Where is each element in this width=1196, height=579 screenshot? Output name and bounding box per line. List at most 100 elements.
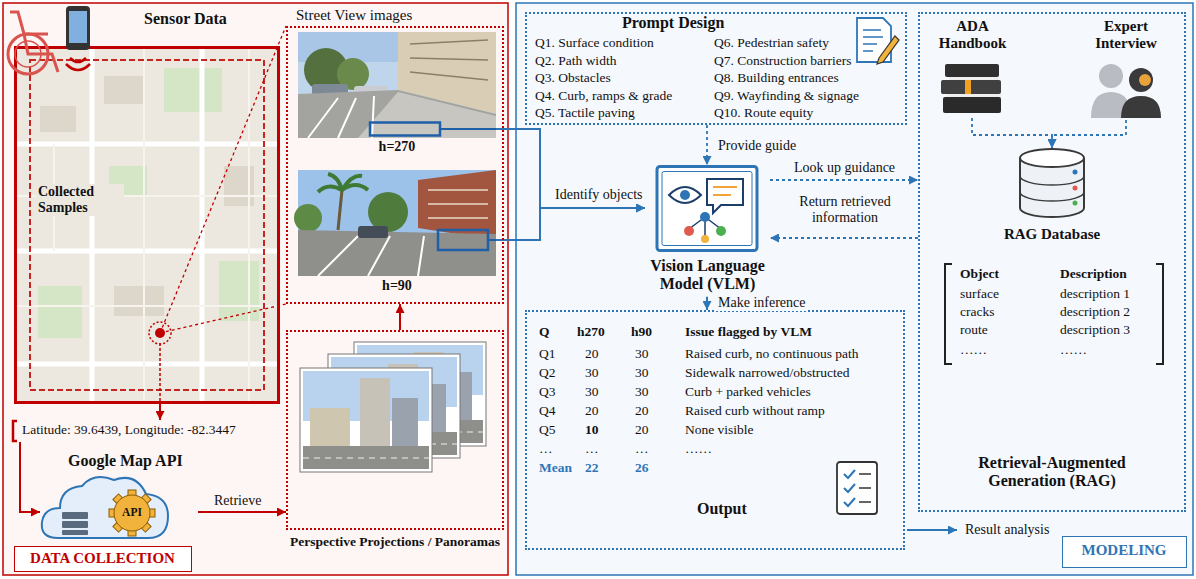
connector [198,511,286,513]
output-table-text: Sidewalk narrowed/obstructed [685,365,850,381]
rag-table-text: surface [960,286,999,302]
street-view-image-art-part [298,32,496,138]
sensor-map-art-part [14,46,280,404]
output-table-text: Issue flagged by VLM [685,324,812,340]
vlm-box-art-part [707,179,743,213]
output-table-text: h270 [577,324,605,340]
output-table-text: Q5 [539,422,556,438]
sensor-map-art-part [10,12,58,72]
api-cloud: Google Map APIAPI [40,452,198,542]
street-view-image-art-part [294,204,322,232]
street-view-image-art [298,170,496,296]
coordinate-readout-art-part [13,421,17,441]
database-cylinder-text: RAG Database [997,226,1107,243]
connector [159,404,161,420]
sensor-map-art-part [114,286,164,316]
prompt-box-text: Q2. Path width [535,53,616,69]
output-table-text: 20 [635,403,649,419]
prompt-box-text: Q6. Pedestrian safety [714,35,829,51]
modeling-panel [516,3,1193,575]
street-view-image-art-part [488,239,496,241]
street-view-image-art-part [298,90,496,138]
handbook-source-art-part [943,97,1001,113]
rag-table-text: …… [960,342,987,358]
projection-stack-art-part [392,398,418,448]
api-cloud-text: Google Map API [68,452,183,470]
handbook-source-art-part [945,64,999,77]
output-table-art-part [837,462,877,514]
output-table-text: Raised curb without ramp [685,403,825,419]
prompt-box-text: Q7. Construction barriers [714,53,852,69]
prompt-box-text: Q1. Surface condition [535,35,654,51]
output-table-text: Q2 [539,365,556,381]
connector [770,179,918,181]
projection-stack-art-part [300,368,432,472]
output-table-art-part [844,470,855,506]
handbook-source: ADA Handbook [935,18,1010,118]
vlm-box-art-part [684,226,694,236]
database-cylinder: RAG Database [997,148,1107,248]
section-tag: DATA COLLECTION [14,546,192,572]
vlm-box-text: Vision Language Model (VLM) [645,257,770,294]
projection-stack-art-part [300,368,432,472]
rag-table-text: description 1 [1060,286,1130,302]
output-table-text: 20 [585,346,599,362]
edge-label: Retrieve [212,493,263,509]
projection-stack-text: Perspective Projections / Panoramas [284,534,506,550]
street-view-image-art [298,32,496,156]
collection-panel [3,3,508,575]
coordinate-readout-text: Latitude: 39.6439, Longitude: -82.3447 [22,422,236,438]
vlm-box-art-part [701,235,709,243]
prompt-box-text: Q8. Building entrances [714,70,839,86]
output-table-text: 26 [635,460,649,476]
sensor-map-art-part [219,261,259,321]
sensor-map-art-part [14,46,280,404]
street-view-image-art-part [318,174,368,192]
sensor-map-art-part [14,46,280,404]
projection-stack-art-part [310,408,350,448]
sensor-map-art-part [38,286,82,338]
edge-label: Provide guide [716,138,798,154]
projection-stack-art [288,332,506,532]
output-table-text: … [539,441,553,457]
sensor-map-art-part [14,46,280,404]
rag-table-art-part [945,264,1163,364]
section-tag-text: DATA COLLECTION [15,550,190,567]
street-view-image-art-part [308,96,374,138]
sensor-map-art-part [155,328,165,338]
vlm-box-art-part [716,226,726,236]
database-cylinder-art-part [1073,170,1078,175]
street-view-image-art-part [410,40,488,80]
database-cylinder-art-part [1073,201,1078,206]
sensor-map-art-part [149,322,171,344]
api-cloud-art-part [114,495,150,531]
edge-label: Return retrieved information [789,194,901,226]
database-cylinder-art-part [1020,176,1084,201]
sensor-map-art-part [16,48,279,403]
prompt-box-art-part [857,18,899,64]
street-view-image-art-part [298,170,496,276]
rag-table-text: description 2 [1060,304,1130,320]
connector [20,442,40,512]
projection-stack: Perspective Projections / Panoramas [286,330,504,530]
expert-source-art-part [1099,64,1123,88]
output-table-text: 30 [585,365,599,381]
result-arrow [907,529,957,531]
prompt-box: Prompt DesignQ1. Surface conditionQ2. Pa… [525,12,907,125]
handbook-source-text: ADA Handbook [935,18,1010,53]
street-view-image: h=270 [298,32,496,158]
expert-source-art-part [1121,96,1161,118]
sensor-map-text: Collected Samples [36,184,124,216]
sensor-map-art-part [104,76,144,104]
prompt-box-text: Prompt Design [622,14,724,32]
projection-stack-art-part [303,458,429,459]
output-table-text: 20 [585,403,599,419]
handbook-source-art-part [947,94,1001,97]
api-cloud-art-part [62,530,88,535]
edge-label: Look up guidance [792,160,897,176]
street-view-image-art-part [370,123,440,136]
api-cloud-art-part [62,521,88,528]
prompt-box-text: Q5. Tactile paving [535,105,635,121]
connector [972,118,1052,148]
